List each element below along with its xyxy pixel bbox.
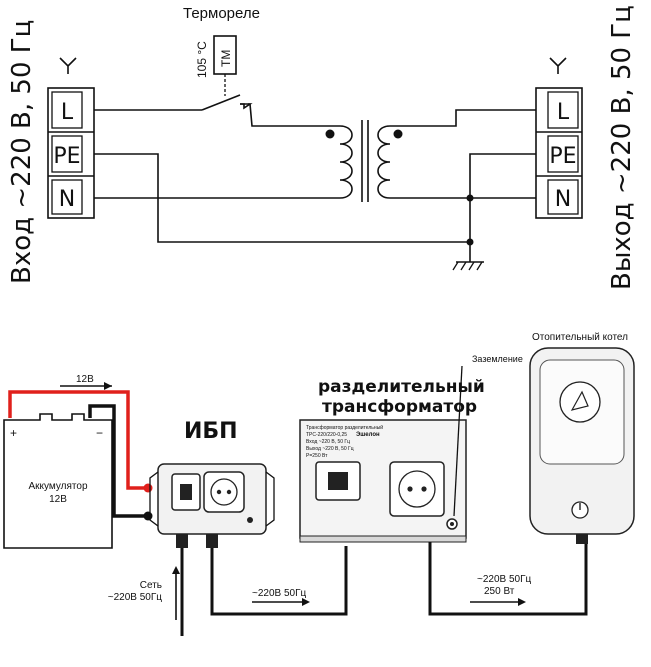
battery-voltage-label: 12В xyxy=(76,374,94,385)
right-terminal-block: L PE N xyxy=(535,87,583,219)
transformer-plate-brand: Эшелон xyxy=(356,432,380,438)
battery-label-line1: Аккумулятор xyxy=(28,481,87,492)
boiler-label: Отопительный котел xyxy=(532,332,628,343)
right-plug-icon xyxy=(549,57,567,74)
thermo-switch-contact xyxy=(201,94,241,111)
l-output-wire xyxy=(390,109,536,127)
transformer-device: Трансформатор разделительный ТРС-220/220… xyxy=(299,419,467,543)
right-terminal-pe: PE xyxy=(549,144,576,169)
battery-plus: + xyxy=(10,426,17,440)
transformer-plate-line3: Вход ~220 В, 50 Гц xyxy=(306,439,350,445)
isolation-transformer-schematic: Вход ~220 В, 50 Гц Выход ~220 В, 50 Гц L… xyxy=(7,5,637,290)
transformer-to-boiler-cable xyxy=(428,542,588,616)
left-terminal-n: N xyxy=(59,187,75,212)
link2-label-line2: 250 Вт xyxy=(484,586,515,597)
secondary-coil xyxy=(377,125,403,199)
battery-label-line2: 12В xyxy=(49,494,67,505)
negative-wire xyxy=(88,404,148,518)
transformer-plate-line2: ТРС-220/220-0,25 xyxy=(306,432,347,438)
ups-to-transformer-cable xyxy=(210,546,348,616)
transformer-title-line2: трансформатор xyxy=(322,397,477,417)
ups-device xyxy=(149,463,275,548)
battery-minus: − xyxy=(96,426,103,440)
left-terminal-l: L xyxy=(61,100,74,125)
output-side-label: Выход ~220 В, 50 Гц xyxy=(607,5,637,290)
transformer-title-line1: разделительный xyxy=(318,377,485,397)
ups-label: ИБП xyxy=(184,419,238,444)
mains-label-line1: Сеть xyxy=(140,580,162,591)
thermo-relay-label: Термореле xyxy=(183,5,260,22)
thermo-relay-box: TM xyxy=(213,35,237,96)
left-terminal-block: L PE N xyxy=(47,87,95,219)
grounding-label: Заземление xyxy=(472,354,523,364)
battery: + − Аккумулятор 12В xyxy=(3,413,113,549)
link1-label: ~220В 50Гц xyxy=(252,588,307,599)
positive-wire xyxy=(8,390,148,490)
ground-icon xyxy=(452,242,484,271)
thermo-temp-label: 105 °C xyxy=(195,41,209,78)
thermo-box-label: TM xyxy=(219,50,233,67)
pe-input-wire xyxy=(94,153,470,243)
connection-diagram: + − Аккумулятор 12В 12В ИБП xyxy=(3,332,635,636)
primary-coil xyxy=(325,125,353,199)
left-plug-icon xyxy=(59,57,77,74)
transformer-plate-line1: Трансформатор разделительный xyxy=(306,424,383,431)
mains-label-line2: ~220В 50Гц xyxy=(108,592,163,603)
input-side-label: Вход ~220 В, 50 Гц xyxy=(7,20,37,284)
pe-output-wire xyxy=(469,153,536,242)
grounding-pointer xyxy=(453,365,463,517)
left-terminal-pe: PE xyxy=(53,144,80,169)
boiler-device xyxy=(529,347,635,544)
right-terminal-n: N xyxy=(555,187,571,212)
transformer-plate-line4: Выход ~220 В, 50 Гц xyxy=(306,446,354,452)
link2-label-line1: ~220В 50Гц xyxy=(477,574,532,585)
right-terminal-l: L xyxy=(557,100,570,125)
transformer-plate-line5: P=250 Вт xyxy=(306,453,328,459)
